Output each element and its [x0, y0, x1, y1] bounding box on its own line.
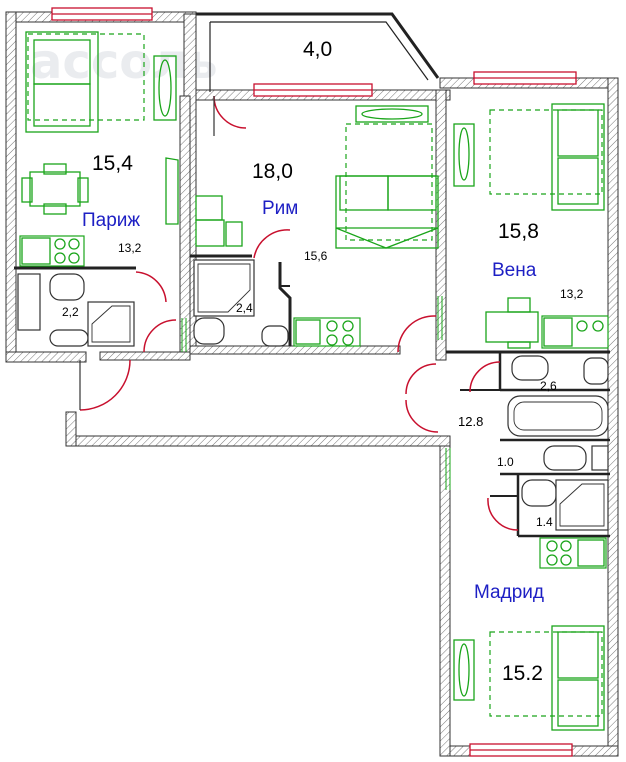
paris-area: 15,4 — [92, 152, 133, 175]
balcony-area: 4,0 — [303, 38, 332, 61]
madrid-bath-area: 1.4 — [536, 515, 553, 529]
vienna-name: Вена — [492, 260, 537, 281]
rome-area: 18,0 — [252, 160, 293, 183]
interior-walls — [14, 89, 610, 538]
vienna-furniture — [453, 103, 609, 437]
paris-bath-area: 2,2 — [62, 305, 79, 319]
vienna-bath-area: 2,6 — [540, 379, 557, 393]
hall-area: 12.8 — [458, 414, 483, 429]
paris-furniture — [17, 31, 179, 347]
vienna-area: 15,8 — [498, 220, 539, 243]
paris-name: Париж — [82, 210, 140, 231]
madrid-name: Мадрид — [474, 582, 544, 603]
rome-bath-area: 2,4 — [236, 301, 253, 315]
doors — [79, 95, 519, 531]
door-frame-ticks — [181, 296, 451, 490]
wc-area: 1.0 — [497, 455, 514, 469]
rome-name: Рим — [262, 198, 298, 219]
paris-kitchen-area: 13,2 — [118, 241, 142, 255]
rome-kitchen-area: 15,6 — [304, 249, 328, 263]
madrid-furniture — [453, 445, 609, 731]
vienna-kitchen-area: 13,2 — [560, 287, 584, 301]
madrid-area: 15.2 — [502, 662, 543, 685]
labels: 4,0 15,4 Париж 13,2 2,2 18,0 Рим 15,6 2,… — [62, 38, 584, 685]
rome-furniture — [193, 105, 439, 347]
windows — [51, 7, 577, 757]
